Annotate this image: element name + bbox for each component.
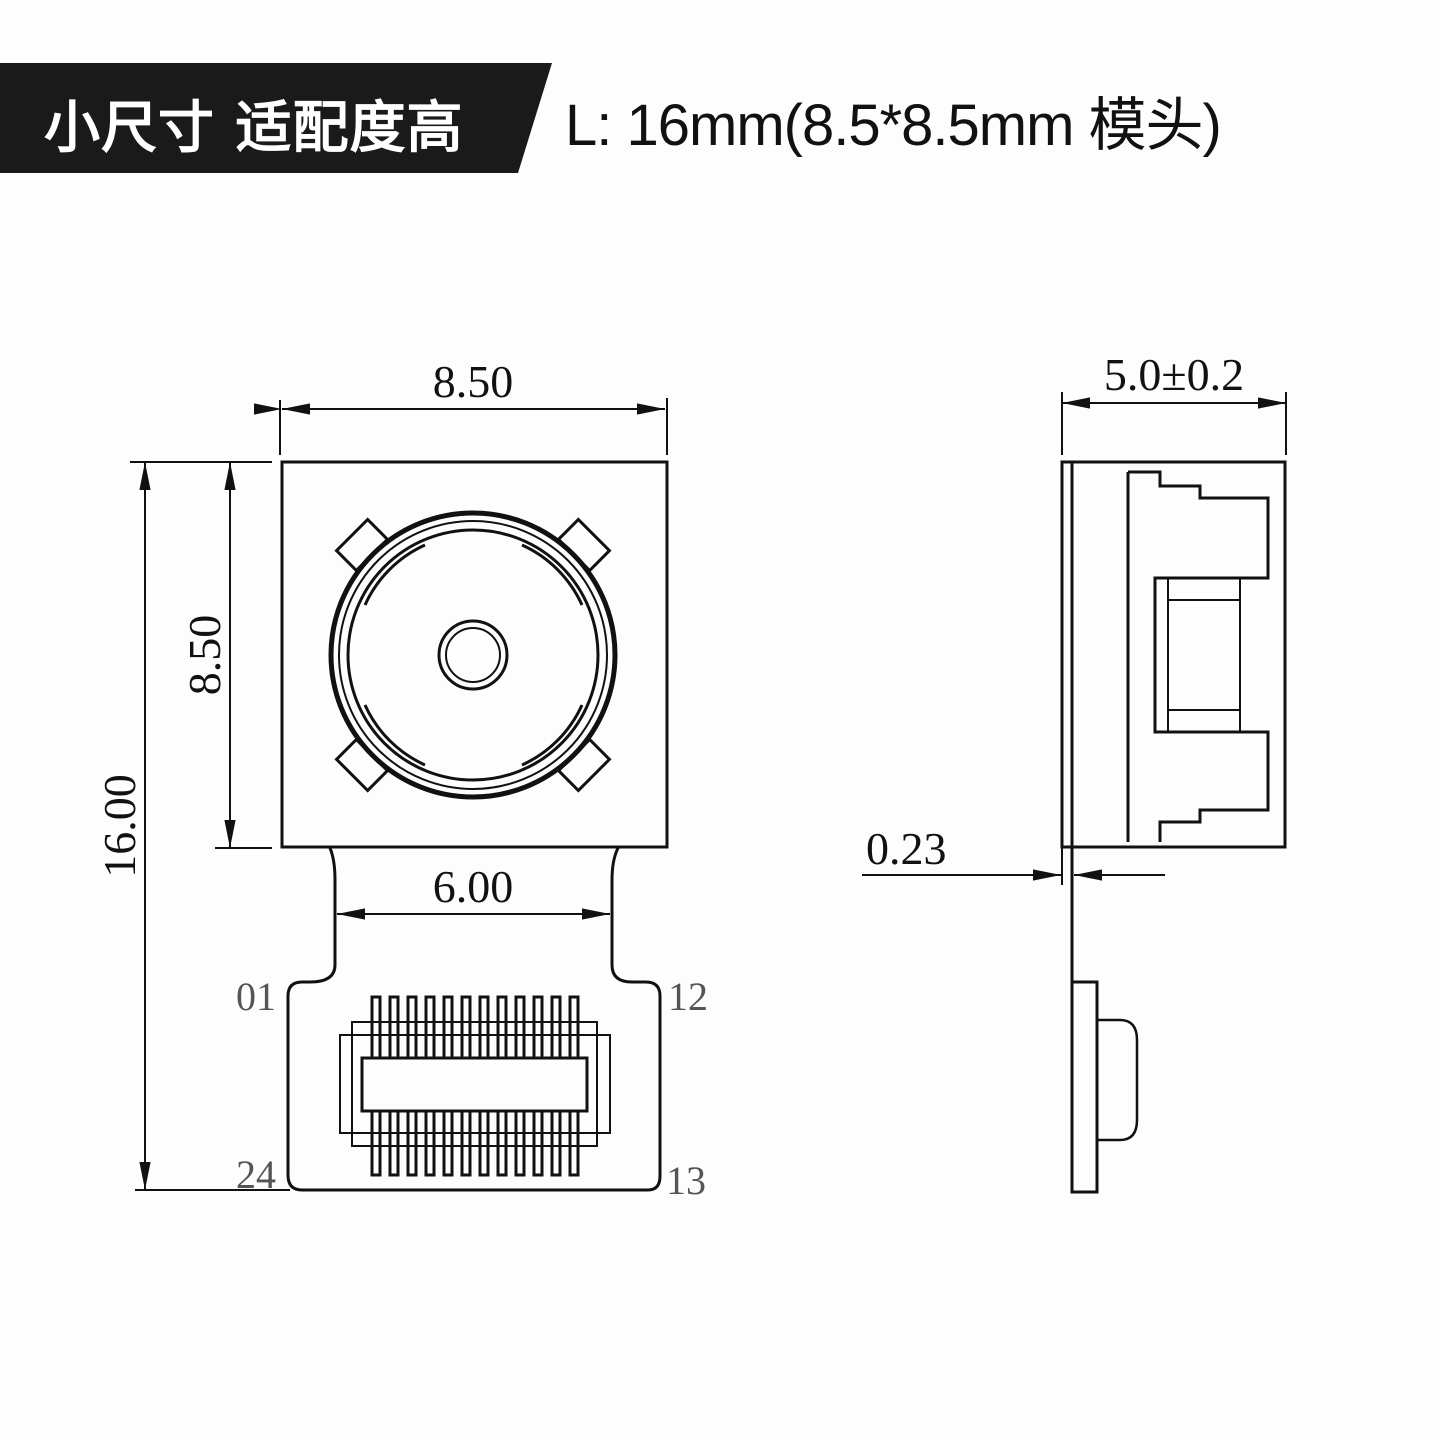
pin-label-01: 01: [236, 974, 276, 1019]
module-head-outline: [280, 460, 669, 849]
front-dimensions: [130, 398, 668, 1191]
banner-background: [0, 63, 552, 173]
head-height-dimension: 8.50: [179, 615, 230, 696]
lens-aperture-outer: [437, 619, 509, 691]
lens-barrel: [328, 510, 618, 800]
flex-cable-outline: [286, 847, 662, 1192]
banner-title: 小尺寸 适配度高: [44, 96, 464, 161]
spec-length-text: L: 16mm(8.5*8.5mm 模头): [565, 93, 1222, 158]
flex-width-dimension: 6.00: [433, 861, 514, 912]
head-width-dimension: 8.50: [433, 356, 514, 407]
title-banner: 小尺寸 适配度高: [0, 63, 552, 173]
pin-label-13: 13: [666, 1158, 706, 1203]
board-connector: [339, 995, 611, 1177]
side-body-outline: [1060, 460, 1287, 849]
side-dimensions: [862, 392, 1287, 885]
lens-aperture-inner: [445, 627, 501, 683]
total-length-dimension: 16.00: [94, 774, 145, 878]
flex-thickness-dimension: 0.23: [866, 823, 947, 874]
pin-label-12: 12: [668, 974, 708, 1019]
thickness-dimension: 5.0±0.2: [1104, 349, 1244, 400]
front-view: [130, 398, 669, 1192]
pin-label-24: 24: [236, 1152, 276, 1197]
side-view: [862, 392, 1287, 1194]
